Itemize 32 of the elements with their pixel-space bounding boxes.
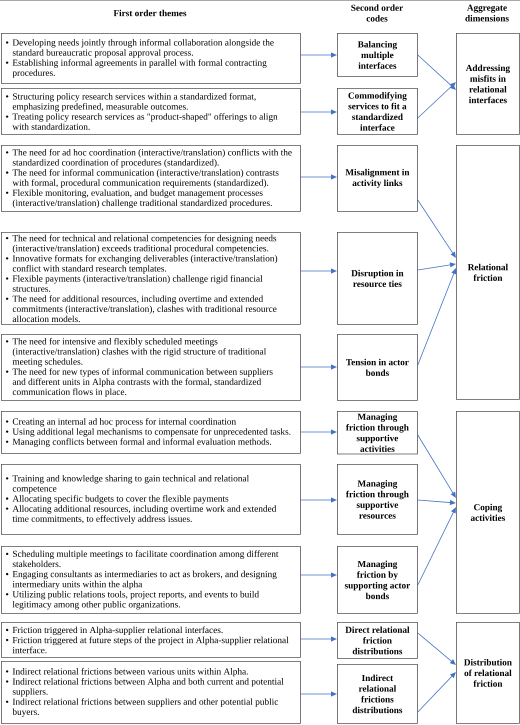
code-box: Commodifying services to fit a standardized interface	[337, 88, 418, 135]
theme-box: Developing needs jointly through informal collaboration alongside the standard bureaucratic proposal approval process. Establishing informal agreements in parallel with formal contracting procedures.	[1, 33, 301, 84]
arrow	[417, 632, 456, 665]
theme-box: Friction triggered in Alpha-supplier relational interfaces. Friction triggered at future steps of the project in Alpha-supplier relational interface.	[1, 622, 301, 658]
dimension-box: Coping activities	[456, 411, 520, 614]
arrow	[417, 82, 456, 118]
code-box: Direct relational friction distributions	[337, 622, 418, 659]
theme-box: Structuring policy research services within a standardized format, emphasizing predefined, measurable outcomes. Treating policy research services as "product-shaped" offerings to align with standardization.	[1, 88, 301, 135]
code-box: Managing friction through supportive resources	[337, 464, 418, 535]
theme-box: The need for technical and relational competencies for designing needs (interactive/translation) exceeds traditional procedural competencies. Innovative formats for exchanging deliverables (interactive/translation) conflict with standard research templates. Flexible payments (interactive/translation) challenge rigid financial structures. The need for additional resources, including overtime and extended commitments (interactive/translation), clashes with traditional resource allocation models.	[1, 232, 301, 325]
code-box: Tension in actor bonds	[337, 334, 418, 401]
theme-box: Creating an internal ad hoc process for internal coordination Using additional legal mechanisms to compensate for unprecedented tasks. Managing conflicts between formal and informal evaluation methods.	[1, 411, 301, 454]
column-header: Aggregate dimensions	[465, 4, 509, 22]
column-header: First order themes	[114, 10, 186, 16]
arrow	[417, 672, 456, 712]
code-box: Indirect relational frictions distributions	[337, 664, 418, 724]
arrow	[417, 434, 456, 498]
theme-box: Training and knowledge sharing to gain technical and relational competence Allocating specific budgets to cover the flexible payments Allocating additional resources, including overtime work and extended time commitments, to effectively address issues.	[1, 464, 301, 535]
column-header: Second order codes	[351, 4, 403, 22]
dimension-box: Addressing misfits in relational interfaces	[456, 33, 520, 135]
dimension-box: Distribution of relational friction	[456, 622, 520, 724]
dimension-box: Relational friction	[456, 145, 520, 400]
arrow	[417, 200, 456, 258]
code-box: Managing friction by supporting actor bonds	[337, 546, 418, 614]
code-box: Balancing multiple interfaces	[337, 33, 418, 77]
code-box: Misalignment in activity links	[337, 145, 418, 212]
theme-box: Indirect relational frictions between various units within Alpha. Indirect relational frictions between Alpha and both current and potential suppliers. Indirect relational frictions between suppliers and other potential public buyers.	[1, 661, 301, 724]
theme-box: The need for intensive and flexibly scheduled meetings (interactive/translation) clashes with the rigid structure of traditional meeting schedules. The need for new types of informal communication between suppliers and different units in Alpha contrasts with the formal, standardized communication flows in place.	[1, 334, 301, 401]
code-box: Disruption in resource ties	[337, 232, 418, 325]
theme-box: Scheduling multiple meetings to facilitate coordination among different stakeholders. Engaging consultants as intermediaries to act as brokers, and designing intermediary units within the alpha Utilizing public relations tools, project reports, and events to build legitimacy among other public organizations.	[1, 546, 301, 614]
code-box: Managing friction through supportive activities	[337, 411, 418, 454]
theme-box: The need for ad hoc coordination (interactive/translation) conflicts with the standardized coordination of procedures (standardized). The need for informal communication (interactive/translation) contrasts with formal, procedural communication requirements (standardized). Flexible monitoring, evaluation, and budget management processes (interactive/translation) challenge traditional standardized procedures.	[1, 145, 301, 212]
